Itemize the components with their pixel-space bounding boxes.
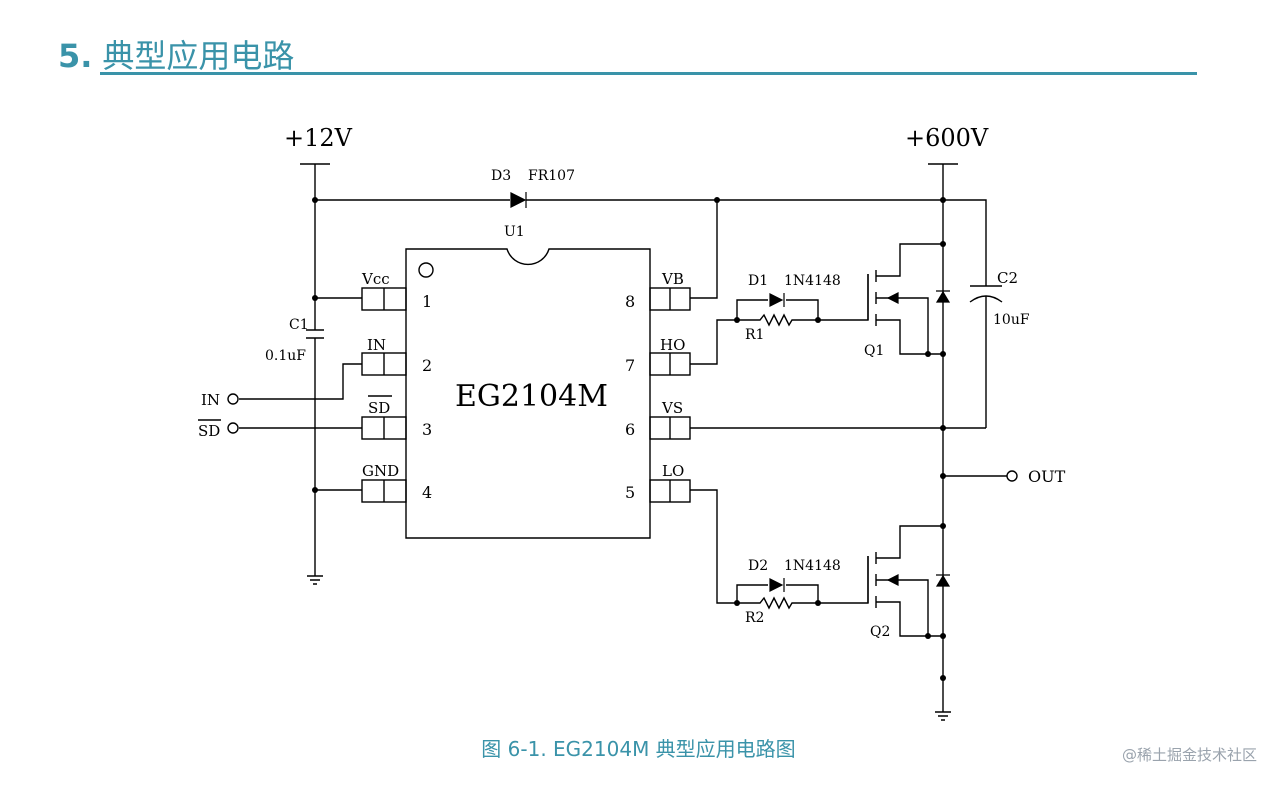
junction xyxy=(815,317,821,323)
q1-body-diode xyxy=(935,290,951,303)
junction xyxy=(734,317,740,323)
pin-name-6: VS xyxy=(661,399,683,417)
junction xyxy=(925,351,931,357)
diode-d1 xyxy=(769,293,785,307)
wire-lo xyxy=(690,489,737,604)
junction xyxy=(734,600,740,606)
resistor-r1 xyxy=(737,313,818,327)
wire-d2-branch xyxy=(736,584,819,603)
q1-arrow xyxy=(886,292,899,304)
ic-pin1-dot xyxy=(418,262,434,278)
junction xyxy=(940,473,946,479)
pin-name-1: Vcc xyxy=(361,270,390,288)
wire-in xyxy=(239,363,362,400)
pin-name-7: HO xyxy=(660,336,685,354)
d3-ref: D3 xyxy=(491,168,511,184)
q2-body-diode xyxy=(935,574,951,587)
supply-600v-label: +600V xyxy=(905,124,989,152)
out-terminal-label: OUT xyxy=(1028,467,1066,486)
junction xyxy=(714,197,720,203)
watermark: @稀土掘金技术社区 xyxy=(1121,746,1257,764)
terminal-out xyxy=(1006,470,1018,482)
ground-right xyxy=(935,711,951,721)
junction xyxy=(815,600,821,606)
d2-part: 1N4148 xyxy=(784,558,841,574)
ic-name: EG2104M xyxy=(455,379,608,414)
junction xyxy=(940,241,946,247)
mosfet-q2 xyxy=(867,525,943,637)
wire-600v-rail xyxy=(928,163,958,712)
pin-num-1: 1 xyxy=(422,292,432,311)
figure-caption: 图 6-1. EG2104M 典型应用电路图 xyxy=(481,737,796,761)
pin-num-3: 3 xyxy=(422,420,432,439)
c2-value: 10uF xyxy=(993,312,1030,328)
terminal-sd xyxy=(227,422,239,434)
pin-num-4: 4 xyxy=(422,483,432,502)
pin-num-5: 5 xyxy=(625,483,635,502)
supply-12v-label: +12V xyxy=(284,124,353,152)
wire-12v-rail xyxy=(300,163,718,299)
section-heading: 5.典型应用电路 xyxy=(58,34,294,78)
pin-name-8: VB xyxy=(661,270,684,288)
diode-d3 xyxy=(510,192,527,208)
q2-ref: Q2 xyxy=(870,624,890,640)
mosfet-q1 xyxy=(867,243,943,355)
d1-part: 1N4148 xyxy=(784,273,841,289)
junction xyxy=(940,523,946,529)
c2-ref: C2 xyxy=(997,269,1018,287)
pin-num-2: 2 xyxy=(422,356,432,375)
q2-arrow xyxy=(886,574,899,586)
ic-body xyxy=(405,248,651,539)
pin-name-3: SD xyxy=(368,399,390,417)
wire-ho xyxy=(690,319,737,365)
heading-underline xyxy=(100,72,1197,75)
capacitor-c2 xyxy=(969,285,1003,303)
r2-ref: R2 xyxy=(745,610,764,626)
pin-name-4: GND xyxy=(362,462,399,480)
d2-ref: D2 xyxy=(748,558,768,574)
ic-ref: U1 xyxy=(504,224,525,240)
c1-ref: C1 xyxy=(289,317,309,333)
pin-name-5: LO xyxy=(662,462,684,480)
terminal-in xyxy=(227,393,239,405)
junction xyxy=(940,351,946,357)
junction xyxy=(312,197,318,203)
junction xyxy=(940,197,946,203)
diode-d2 xyxy=(769,578,785,592)
resistor-r2 xyxy=(737,596,818,610)
ground-left xyxy=(307,575,323,585)
wire-d1-branch xyxy=(736,299,819,320)
pin-name-2: IN xyxy=(367,336,386,354)
junction xyxy=(312,295,318,301)
r1-ref: R1 xyxy=(745,327,764,343)
q1-ref: Q1 xyxy=(864,343,884,359)
d1-ref: D1 xyxy=(748,273,768,289)
sd-terminal-label: SD xyxy=(198,422,220,440)
junction xyxy=(940,425,946,431)
capacitor-c1 xyxy=(306,329,324,339)
in-terminal-label: IN xyxy=(201,391,220,409)
section-number: 5. xyxy=(58,37,93,75)
pin-num-8: 8 xyxy=(625,292,635,311)
pin-num-7: 7 xyxy=(625,356,635,375)
pin-num-6: 6 xyxy=(625,420,635,439)
junction xyxy=(940,633,946,639)
junction xyxy=(312,487,318,493)
wire-c2 xyxy=(717,199,987,428)
junction xyxy=(925,633,931,639)
d3-part: FR107 xyxy=(528,168,575,184)
junction xyxy=(940,675,946,681)
section-title: 典型应用电路 xyxy=(102,37,295,75)
c1-value: 0.1uF xyxy=(265,348,306,364)
